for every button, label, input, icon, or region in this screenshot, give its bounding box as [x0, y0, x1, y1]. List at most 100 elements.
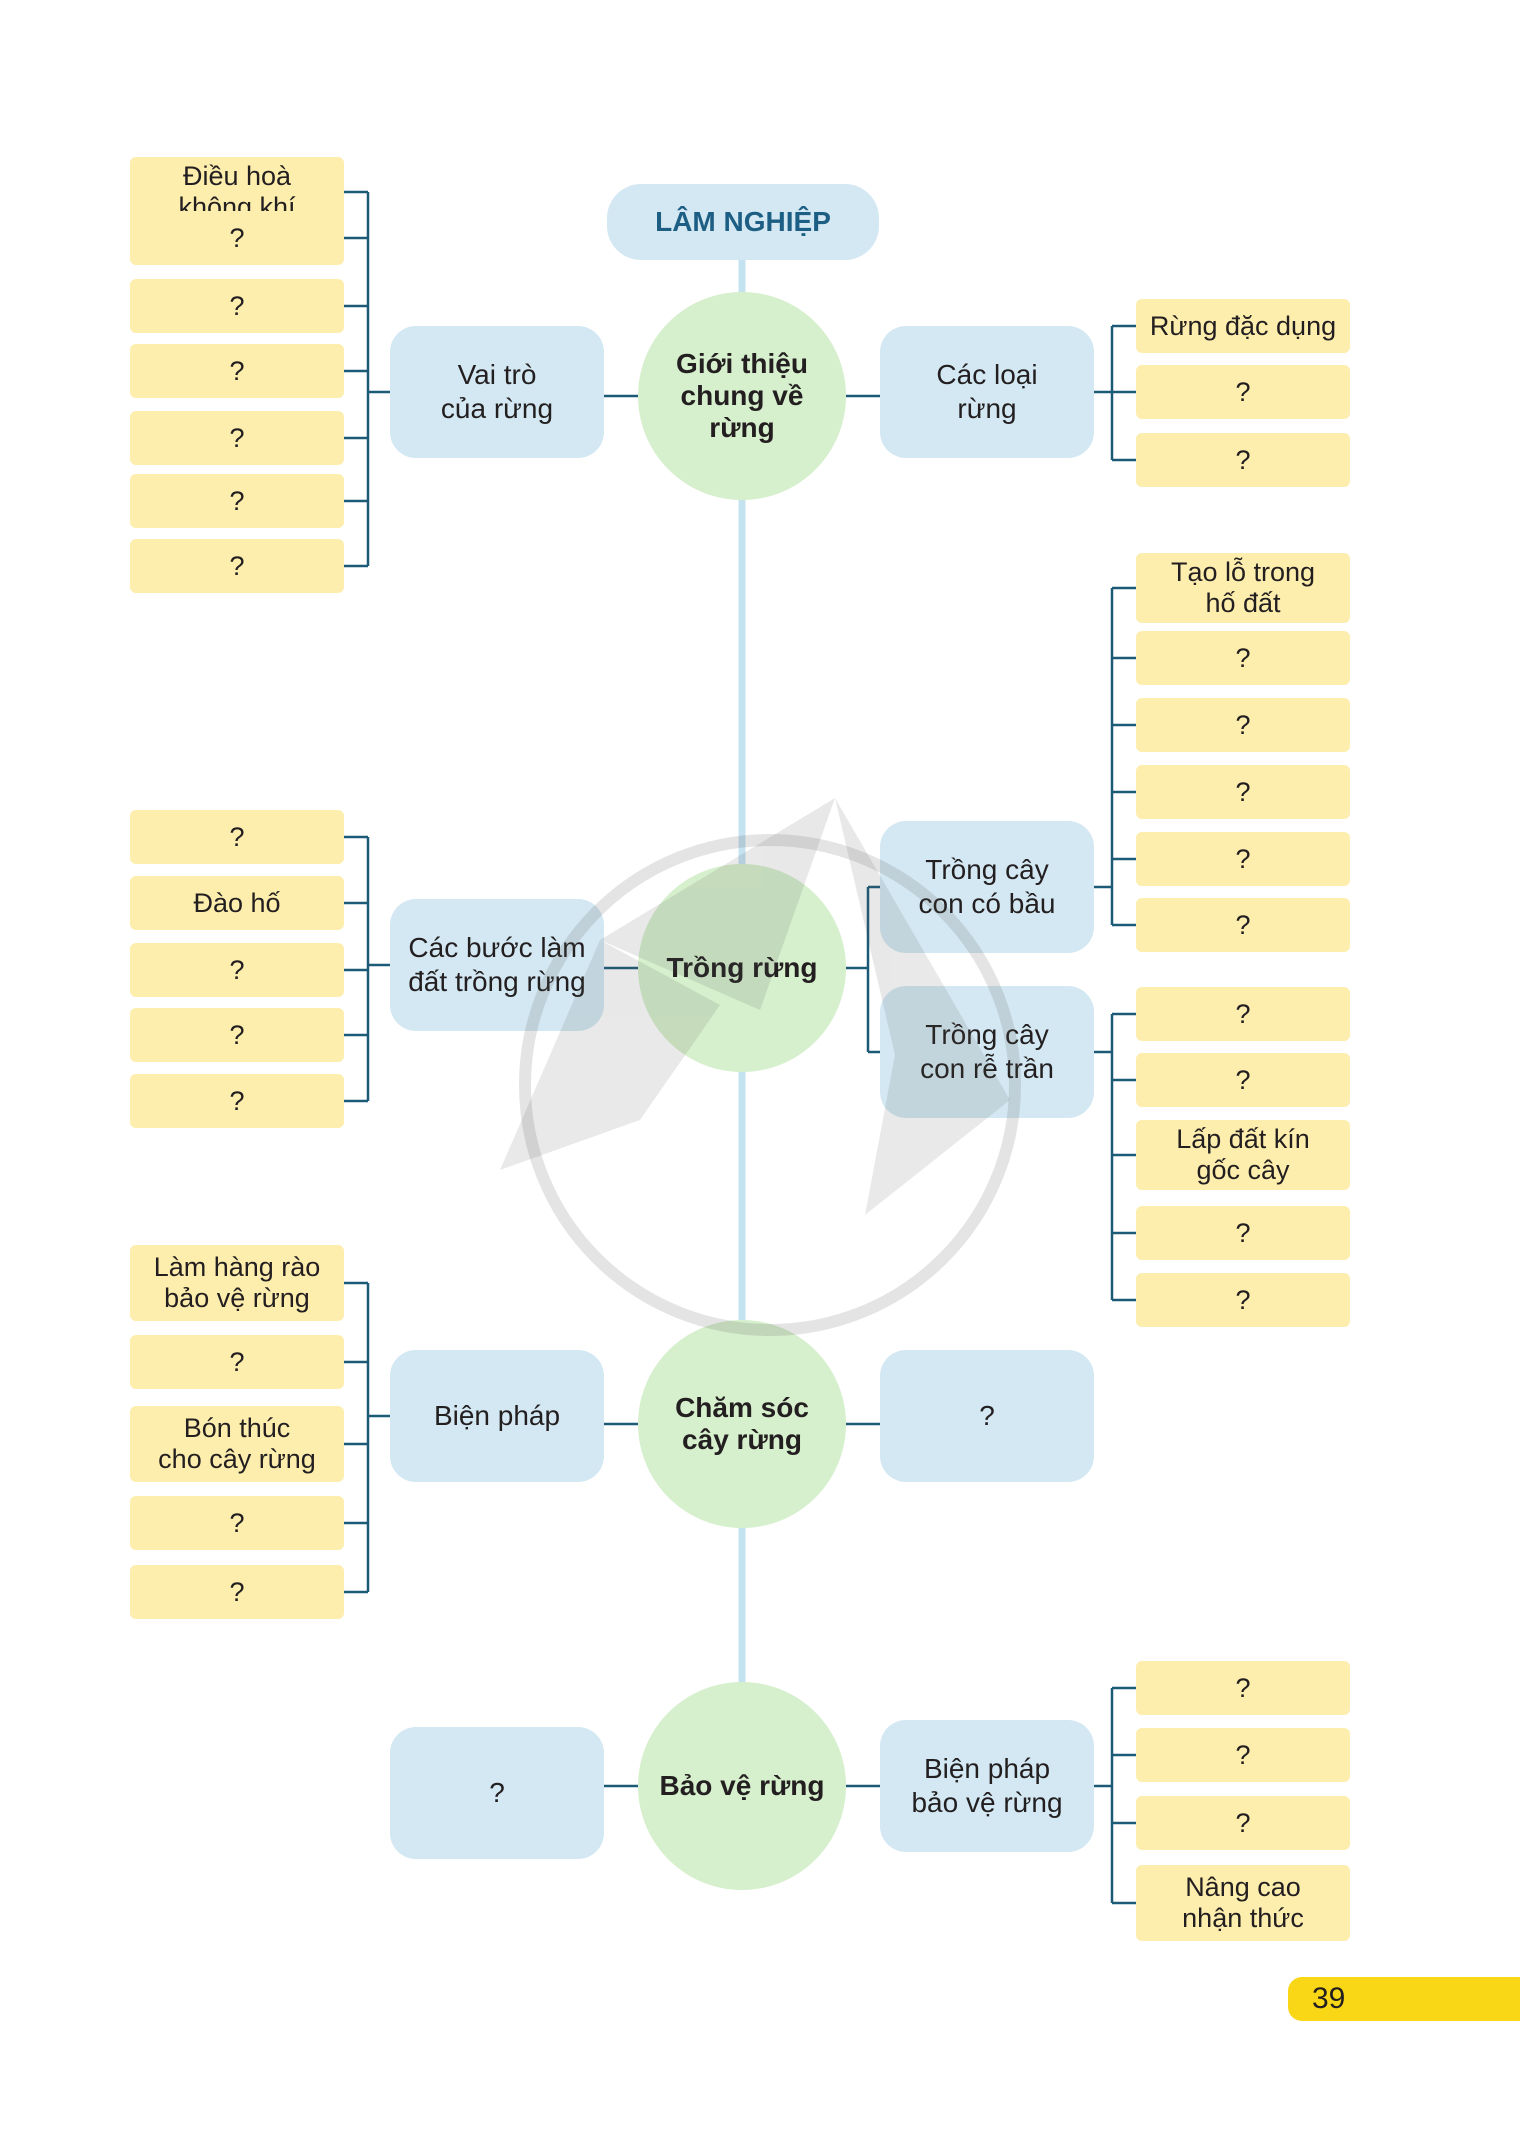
leaf-node: Lấp đất kín gốc cây [1136, 1120, 1350, 1190]
leaf-node: ? [1136, 1661, 1350, 1715]
leaf-node-label: ? [229, 821, 245, 852]
leaf-node: ? [130, 539, 344, 593]
hub-node: Chăm sóc cây rừng [638, 1320, 846, 1528]
leaf-node-label: ? [1235, 776, 1251, 807]
leaf-node: Bón thúc cho cây rừng [130, 1406, 344, 1482]
branch-node-label: Trồng cây con rễ trần [920, 1019, 1054, 1084]
title-node: LÂM NGHIỆP [607, 184, 879, 260]
leaf-node: ? [130, 943, 344, 997]
leaf-node-label: ? [1235, 1284, 1251, 1315]
leaf-node-label: ? [1235, 376, 1251, 407]
leaf-node-label: ? [229, 1576, 245, 1607]
leaf-node: ? [130, 1074, 344, 1128]
leaf-node-label: ? [1235, 998, 1251, 1029]
leaf-node-label: Bón thúc cho cây rừng [158, 1413, 316, 1474]
leaf-node: Nâng cao nhận thức [1136, 1865, 1350, 1941]
leaf-node-label: Tạo lỗ trong hố đất [1170, 557, 1316, 618]
leaf-node: ? [130, 474, 344, 528]
leaf-node: ? [1136, 365, 1350, 419]
branch-node: Vai trò của rừng [390, 326, 604, 458]
branch-node-label: Các loại rừng [936, 359, 1038, 424]
leaf-node-label: Đào hố [193, 887, 281, 918]
leaf-node-label: ? [1235, 909, 1251, 940]
leaf-node-label: Rừng đặc dụng [1149, 310, 1337, 341]
leaf-node: ? [1136, 698, 1350, 752]
leaf-node-label: ? [1235, 1807, 1251, 1838]
leaf-node: Tạo lỗ trong hố đất [1136, 553, 1350, 623]
leaf-node: ? [130, 411, 344, 465]
hub-node-label: Giới thiệu chung về rừng [676, 348, 808, 443]
branch-node-label: Biện pháp bảo vệ rừng [911, 1753, 1063, 1818]
leaf-node-label: ? [1235, 1064, 1251, 1095]
leaf-node: ? [130, 211, 344, 265]
leaf-node: ? [130, 810, 344, 864]
hub-node-label: Chăm sóc cây rừng [675, 1392, 809, 1455]
hub-node-label: Trồng rừng [666, 952, 818, 983]
branch-node: ? [880, 1350, 1094, 1482]
page-number: 39 [1312, 1982, 1346, 2015]
branch-node-label: Trồng cây con có bầu [918, 854, 1056, 919]
branch-node: Biện pháp bảo vệ rừng [880, 1720, 1094, 1852]
leaf-node-label: Lấp đất kín gốc cây [1176, 1124, 1310, 1185]
branch-node-label: ? [979, 1400, 995, 1431]
leaf-node: ? [1136, 832, 1350, 886]
leaf-node: ? [1136, 1796, 1350, 1850]
leaf-node: ? [130, 1565, 344, 1619]
leaf-node: ? [130, 1335, 344, 1389]
hub-node: Trồng rừng [638, 864, 846, 1072]
title-node-label: LÂM NGHIỆP [655, 206, 831, 237]
leaf-node-label: ? [229, 1019, 245, 1050]
leaf-node-label: ? [229, 1507, 245, 1538]
branch-node-label: Biện pháp [433, 1400, 561, 1431]
page-number-tab: 39 [1288, 1977, 1520, 2021]
leaf-node: ? [1136, 987, 1350, 1041]
hub-node: Giới thiệu chung về rừng [638, 292, 846, 500]
branch-node: ? [390, 1727, 604, 1859]
leaf-node-label: ? [229, 485, 245, 516]
leaf-node: ? [130, 1496, 344, 1550]
branch-node: Các loại rừng [880, 326, 1094, 458]
leaf-node: ? [1136, 1053, 1350, 1107]
branch-node: Các bước làm đất trồng rừng [390, 899, 604, 1031]
leaf-node-label: ? [1235, 1739, 1251, 1770]
leaf-node: ? [1136, 1273, 1350, 1327]
leaf-node: ? [1136, 433, 1350, 487]
leaf-node: ? [130, 344, 344, 398]
hub-node: Bảo vệ rừng [638, 1682, 846, 1890]
leaf-node: ? [130, 1008, 344, 1062]
leaf-node-label: ? [229, 422, 245, 453]
leaf-node-label: ? [229, 290, 245, 321]
leaf-node-label: ? [229, 1085, 245, 1116]
leaf-node-label: ? [1235, 1672, 1251, 1703]
leaf-node-label: ? [1235, 1217, 1251, 1248]
leaf-node-label: ? [229, 1346, 245, 1377]
branch-node-label: Vai trò của rừng [440, 359, 554, 424]
leaf-node-label: ? [1235, 444, 1251, 475]
branch-node-label: ? [489, 1777, 505, 1808]
leaf-node: Rừng đặc dụng [1136, 299, 1350, 353]
leaf-node-label: ? [229, 222, 245, 253]
leaf-node: ? [1136, 898, 1350, 952]
leaf-node-label: Điều hoà không khí [178, 161, 296, 222]
leaf-node: ? [130, 279, 344, 333]
leaf-node-label: ? [229, 550, 245, 581]
leaf-node: Làm hàng rào bảo vệ rừng [130, 1245, 344, 1321]
leaf-node-label: Nâng cao nhận thức [1182, 1872, 1304, 1933]
leaf-node-label: ? [1235, 843, 1251, 874]
leaf-node-label: ? [229, 954, 245, 985]
leaf-node: ? [1136, 1206, 1350, 1260]
branch-node: Trồng cây con có bầu [880, 821, 1094, 953]
leaf-node: ? [1136, 1728, 1350, 1782]
leaf-node-label: ? [1235, 709, 1251, 740]
leaf-node: ? [1136, 765, 1350, 819]
leaf-node: ? [1136, 631, 1350, 685]
branch-node-label: Các bước làm đất trồng rừng [408, 932, 586, 997]
branch-node: Trồng cây con rễ trần [880, 986, 1094, 1118]
branch-node: Biện pháp [390, 1350, 604, 1482]
leaf-node-label: Làm hàng rào bảo vệ rừng [153, 1252, 321, 1313]
leaf-node: Đào hố [130, 876, 344, 930]
leaf-node-label: ? [229, 355, 245, 386]
leaf-node-label: ? [1235, 642, 1251, 673]
hub-node-label: Bảo vệ rừng [659, 1770, 825, 1801]
